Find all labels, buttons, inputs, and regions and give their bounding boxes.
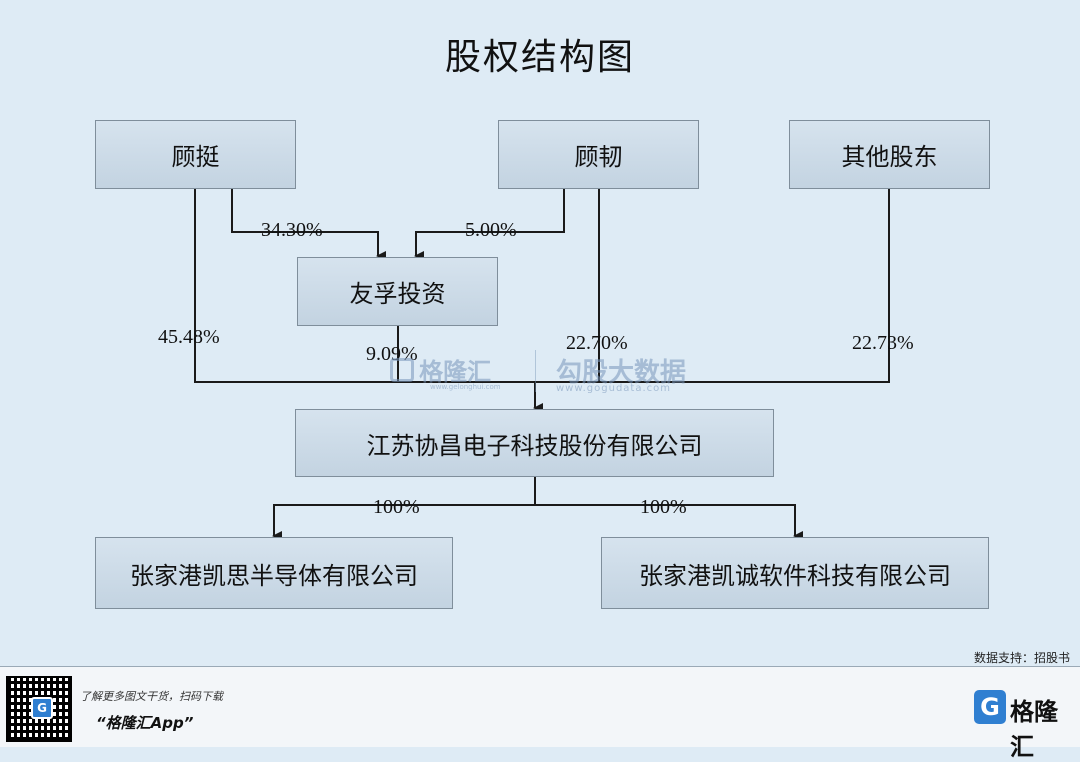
edge-ren-youfu [414, 189, 565, 261]
edge-main-sub2 [535, 504, 803, 541]
label-ren-main: 22.70% [566, 332, 628, 354]
node-other-shareholders: 其他股东 [789, 120, 990, 189]
edge-other-main [535, 189, 890, 383]
watermark-gelonghui-brand: 格隆汇 [419, 358, 492, 386]
label-other-main: 22.73% [852, 332, 914, 354]
gelonghui-logo-icon: G [974, 690, 1006, 724]
node-gu-ren: 顾韧 [498, 120, 699, 189]
watermark-gogudata-url: www.gogudata.com [556, 383, 672, 394]
node-gu-ting: 顾挺 [95, 120, 296, 189]
label-ren-youfu: 5.00% [465, 219, 517, 241]
footer-divider [0, 666, 1080, 667]
watermark-gelonghui: 格隆汇 [390, 352, 491, 387]
gelonghui-brand-name: 格隆汇 [1010, 698, 1058, 761]
watermark-divider [535, 350, 536, 392]
watermark-gogudata-brand: 勾股大数据 [556, 358, 687, 388]
footer-promo-text: 了解更多图文干货，扫码下载 [80, 690, 223, 703]
node-sub-kaisi: 张家港凯思半导体有限公司 [95, 537, 453, 609]
label-ting-main: 45.48% [158, 326, 220, 348]
watermark-gelonghui-logo-icon [390, 357, 414, 382]
label-main-sub1: 100% [373, 496, 420, 518]
edge-main-sub1 [272, 504, 535, 541]
footer-bar [0, 667, 1080, 747]
footer-app-name: “格隆汇App” [96, 714, 194, 732]
node-main-company: 江苏协昌电子科技股份有限公司 [295, 409, 774, 477]
edge-ting-main [194, 189, 535, 383]
node-youfu-investment: 友孚投资 [297, 257, 498, 326]
watermark-gelonghui-url: www.gelonghui.com [430, 383, 501, 391]
connector-lines [194, 189, 890, 541]
node-sub-kaicheng: 张家港凯诚软件科技有限公司 [601, 537, 989, 609]
edge-ting-youfu [231, 189, 386, 261]
label-main-sub2: 100% [640, 496, 687, 518]
qr-logo-icon: G [31, 697, 53, 719]
label-ting-youfu: 34.30% [261, 219, 323, 241]
diagram-title: 股权结构图 [444, 37, 635, 78]
data-source: 数据支持：招股书 [973, 651, 1070, 665]
